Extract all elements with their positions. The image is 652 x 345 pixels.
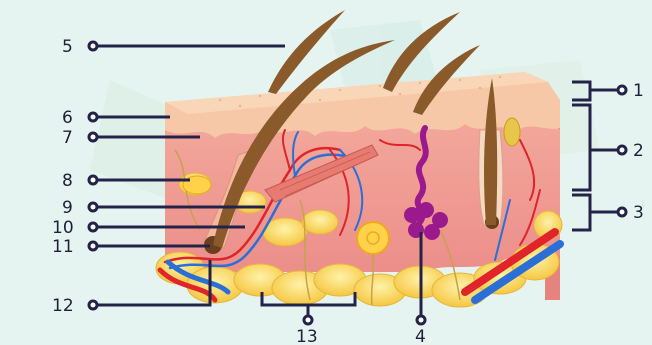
label-8: 8 [62,171,73,191]
label-7: 7 [62,128,73,148]
label-4: 4 [415,327,426,345]
label-1: 1 [633,81,644,101]
label-2: 2 [633,141,644,161]
sebaceous-gland-right [504,118,520,146]
label-10: 10 [52,218,74,238]
pacinian-corpuscle [357,222,389,254]
label-11: 11 [52,237,74,257]
label-5: 5 [62,37,73,57]
label-6: 6 [62,108,73,128]
label-3: 3 [633,203,644,223]
label-12: 12 [52,296,74,316]
label-13: 13 [296,327,318,345]
label-9: 9 [62,198,73,218]
